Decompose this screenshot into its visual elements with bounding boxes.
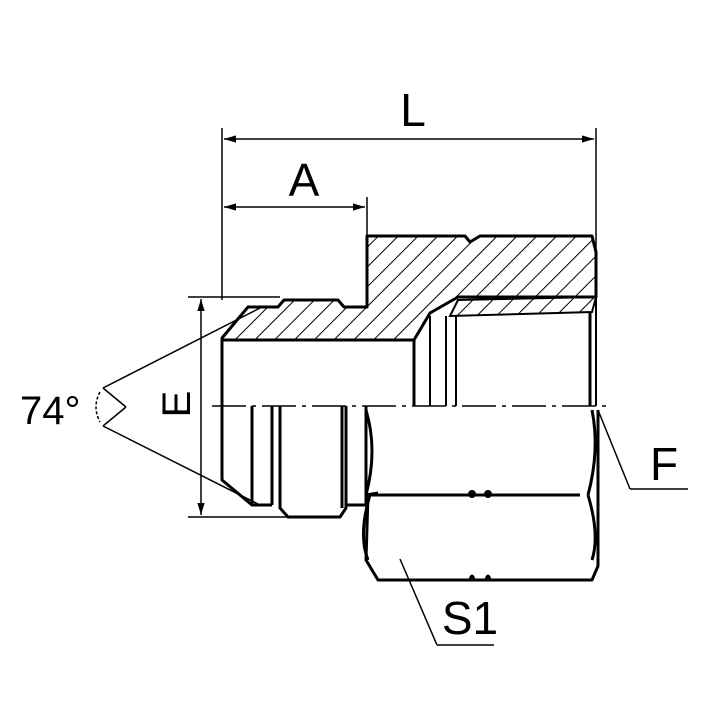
label-flare-angle: 74° — [20, 389, 81, 433]
label-s1: S1 — [442, 592, 498, 644]
lower-exterior — [220, 406, 600, 582]
leader-f: F — [597, 409, 688, 490]
dimension-l: L — [221, 84, 597, 300]
label-e: E — [155, 391, 199, 418]
label-a: A — [289, 154, 320, 206]
dimension-e: E — [155, 296, 300, 518]
upper-section — [220, 234, 598, 406]
label-f: F — [650, 438, 678, 490]
leader-s1: S1 — [399, 558, 498, 646]
flare-angle-dimension: 74° — [20, 307, 261, 506]
dimension-a: A — [224, 154, 368, 240]
label-l: L — [400, 84, 426, 136]
